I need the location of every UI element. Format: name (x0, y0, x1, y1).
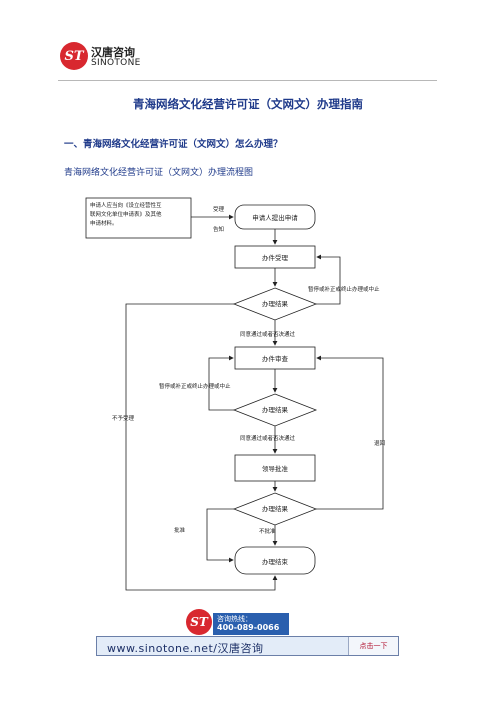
applicant-note-box (85, 197, 192, 239)
hotline-label: 咨询热线： (217, 615, 252, 623)
note-link-2: 告知 (213, 225, 224, 233)
hotline-phone: 400-089-0066 (217, 623, 280, 632)
accept-label: 办件受理 (262, 253, 289, 262)
flowchart-caption: 青海网络文化经营许可证（文网文）办理流程图 (64, 168, 254, 178)
note-line-1: 申请人应当向《设立经营性互 (90, 201, 162, 209)
decision1-label: 办理结果 (262, 299, 289, 308)
header-divider (58, 80, 437, 81)
logo-mark-icon: ST (60, 42, 88, 70)
section-heading: 一、青海网络文化经营许可证（文网文）怎么办理？ (64, 139, 283, 150)
website-banner[interactable]: www.sinotone.net/汉唐咨询 点击一下 (96, 636, 399, 656)
note-link-1: 受理 (213, 205, 225, 213)
hotline-box[interactable]: 咨询热线： 400-089-0066 (213, 613, 289, 635)
not-accept-label: 不予受理 (112, 414, 135, 422)
not-approved-label: 不批准 (259, 527, 276, 535)
note-line-3: 申请材料。 (90, 219, 118, 227)
company-logo: ST 汉唐咨询 SINOTONE (60, 42, 150, 78)
return-label: 退回 (374, 439, 386, 447)
document-title: 青海网络文化经营许可证（文网文）办理指南 (133, 97, 363, 111)
decision3-label: 办理结果 (262, 504, 289, 513)
end-node (234, 546, 316, 575)
approve-node (234, 454, 316, 482)
review-side-label: 暂停或补正或终止办理或中止 (159, 382, 231, 390)
decision1-side-label: 暂停或补正或终止办理或中止 (308, 285, 380, 293)
agree1-label: 同意通过或者否决通过 (240, 330, 296, 338)
approved-label: 批准 (174, 526, 186, 534)
website-url[interactable]: www.sinotone.net/汉唐咨询 (107, 642, 264, 655)
end-label: 办理结束 (262, 557, 289, 566)
review-label: 办件审查 (262, 354, 289, 363)
agree2-label: 同意通过或者否决通过 (240, 434, 296, 442)
logo-name-cn: 汉唐咨询 (91, 46, 135, 59)
logo-name-en: SINOTONE (91, 58, 141, 68)
hotline-logo-icon: ST (186, 609, 212, 635)
start-label: 申请人提出申请 (252, 213, 298, 222)
note-line-2: 联网文化单位申请表》及其他 (90, 210, 162, 218)
approve-label: 领导批准 (262, 464, 289, 473)
click-button[interactable]: 点击一下 (348, 637, 398, 655)
decision2-label: 办理结果 (262, 405, 289, 414)
